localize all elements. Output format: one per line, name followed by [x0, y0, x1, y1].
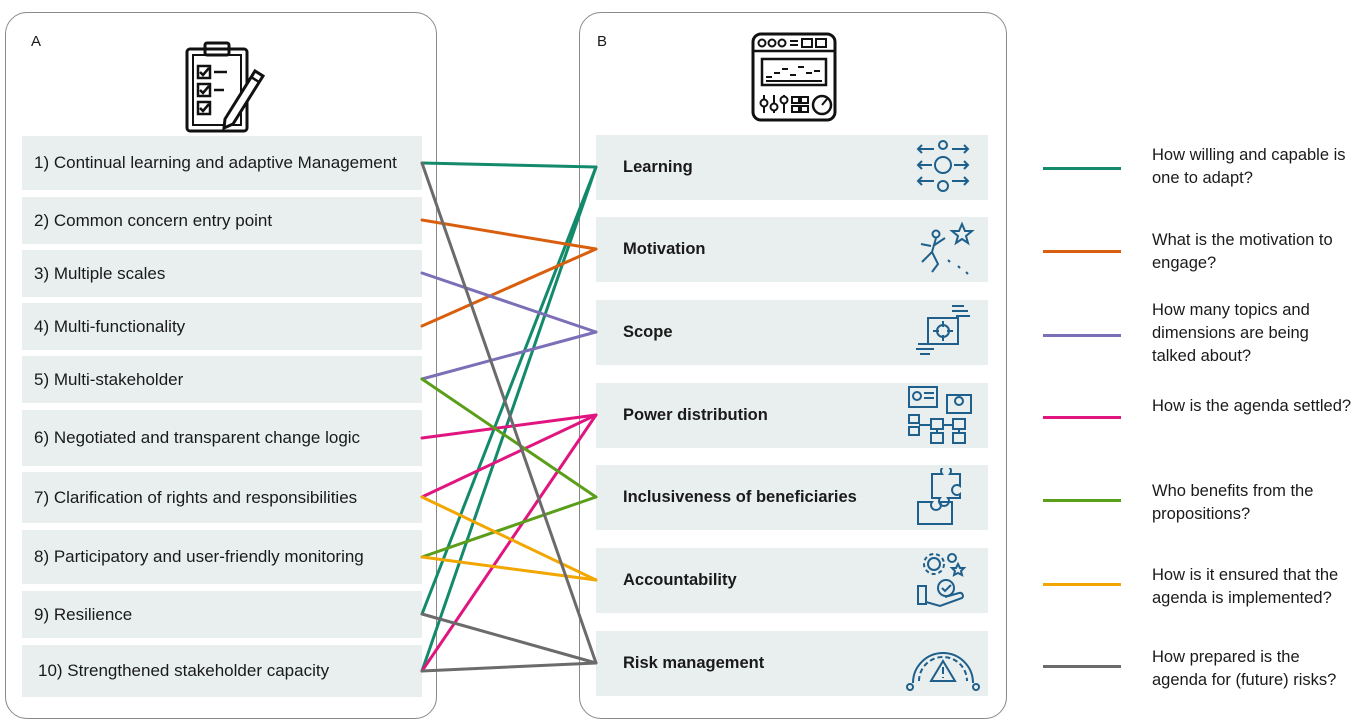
- connection-line-17: [420, 661, 598, 673]
- dimension-item-label: Learning: [623, 158, 693, 176]
- criteria-item-label: 10) Strengthened stakeholder capacity: [38, 661, 330, 680]
- criteria-item-1: 1) Continual learning and adaptive Manag…: [22, 136, 422, 190]
- scope-focus-icon: [916, 305, 970, 355]
- power-hierarchy-icon: [908, 386, 972, 444]
- criteria-item-6: 6) Negotiated and transparent change log…: [22, 410, 422, 466]
- criteria-item-label: 3) Multiple scales: [34, 263, 166, 283]
- connection-line-6: [420, 271, 598, 334]
- legend-text-2: What is the motivation to engage?: [1152, 231, 1333, 272]
- criteria-item-label: 5) Multi-stakeholder: [34, 369, 184, 389]
- dimension-item-accountability: Accountability: [596, 548, 988, 613]
- connection-line-10: [420, 413, 598, 673]
- dimension-item-label: Risk management: [623, 654, 765, 672]
- dimension-item-inclusiveness: Inclusiveness of beneficiaries: [596, 465, 988, 530]
- criteria-item-label: 6) Negotiated and transparent change log…: [34, 428, 361, 447]
- puzzle-icon: [917, 468, 961, 525]
- criteria-item-label: 2) Common concern entry point: [34, 210, 273, 230]
- criteria-item-label: 4) Multi-functionality: [34, 316, 186, 336]
- panel-a-label: A: [31, 33, 42, 50]
- legend-text-3: How many topics and dimensions are being…: [1152, 301, 1310, 365]
- criteria-item-8: 8) Participatory and user-friendly monit…: [22, 530, 422, 584]
- criteria-item-9: 9) Resilience: [22, 591, 422, 638]
- connection-line-5: [420, 247, 598, 328]
- legend-swatch-2: [1043, 250, 1121, 253]
- learning-network-icon: [916, 140, 970, 192]
- connection-line-11: [420, 377, 598, 499]
- legend-text-7: How prepared is the agenda for (future) …: [1152, 648, 1337, 689]
- connection-line-8: [420, 413, 598, 440]
- connection-line-15: [420, 161, 598, 665]
- dimension-item-power: Power distribution: [596, 383, 988, 448]
- connection-line-1: [420, 161, 598, 169]
- legend-swatch-7: [1043, 665, 1121, 668]
- dimension-item-label: Inclusiveness of beneficiaries: [623, 488, 857, 506]
- dimension-item-label: Scope: [623, 323, 673, 341]
- connection-line-4: [420, 218, 598, 251]
- risk-gauge-icon: [906, 652, 980, 691]
- legend-swatch-1: [1043, 167, 1121, 170]
- legend-swatch-3: [1043, 334, 1121, 337]
- clipboard-checklist-icon: [185, 41, 266, 133]
- criteria-item-10: 10) Strengthened stakeholder capacity: [22, 645, 422, 697]
- connection-line-9: [420, 413, 598, 499]
- legend-swatch-4: [1043, 416, 1121, 419]
- criteria-item-5: 5) Multi-stakeholder: [22, 356, 422, 403]
- motivation-figure-icon: [920, 221, 975, 275]
- control-panel-icon: [751, 32, 837, 122]
- criteria-item-7: 7) Clarification of rights and responsib…: [22, 472, 422, 523]
- criteria-item-label: 9) Resilience: [34, 604, 133, 624]
- connection-line-12: [420, 495, 598, 559]
- legend-text-4: How is the agenda settled?: [1152, 397, 1352, 415]
- panel-b-label: B: [597, 33, 608, 50]
- legend-text-1: How willing and capable is one to adapt?: [1152, 146, 1346, 187]
- connection-line-16: [420, 612, 598, 665]
- criteria-item-label: 7) Clarification of rights and responsib…: [34, 487, 358, 507]
- dimension-item-motivation: Motivation: [596, 217, 988, 282]
- connection-line-3: [420, 165, 598, 673]
- legend-swatch-6: [1043, 583, 1121, 586]
- connection-line-13: [420, 495, 598, 582]
- legend-swatch-5: [1043, 499, 1121, 502]
- criteria-item-3: 3) Multiple scales: [22, 250, 422, 297]
- dimension-item-label: Accountability: [623, 571, 737, 589]
- criteria-item-2: 2) Common concern entry point: [22, 197, 422, 244]
- legend-text-6: How is it ensured that the agenda is imp…: [1152, 566, 1339, 607]
- dimension-item-label: Motivation: [623, 240, 706, 258]
- criteria-item-label: 1) Continual learning and adaptive Manag…: [34, 153, 397, 172]
- dimension-item-learning: Learning: [596, 135, 988, 200]
- connection-line-7: [420, 330, 598, 381]
- gear-hand-icon: [917, 553, 967, 608]
- connection-line-2: [420, 165, 598, 616]
- criteria-item-label: 8) Participatory and user-friendly monit…: [34, 547, 364, 566]
- dimension-item-risk: Risk management: [596, 631, 988, 696]
- legend-text-5: Who benefits from the propositions?: [1152, 482, 1314, 523]
- criteria-item-4: 4) Multi-functionality: [22, 303, 422, 350]
- dimension-item-label: Power distribution: [623, 406, 768, 424]
